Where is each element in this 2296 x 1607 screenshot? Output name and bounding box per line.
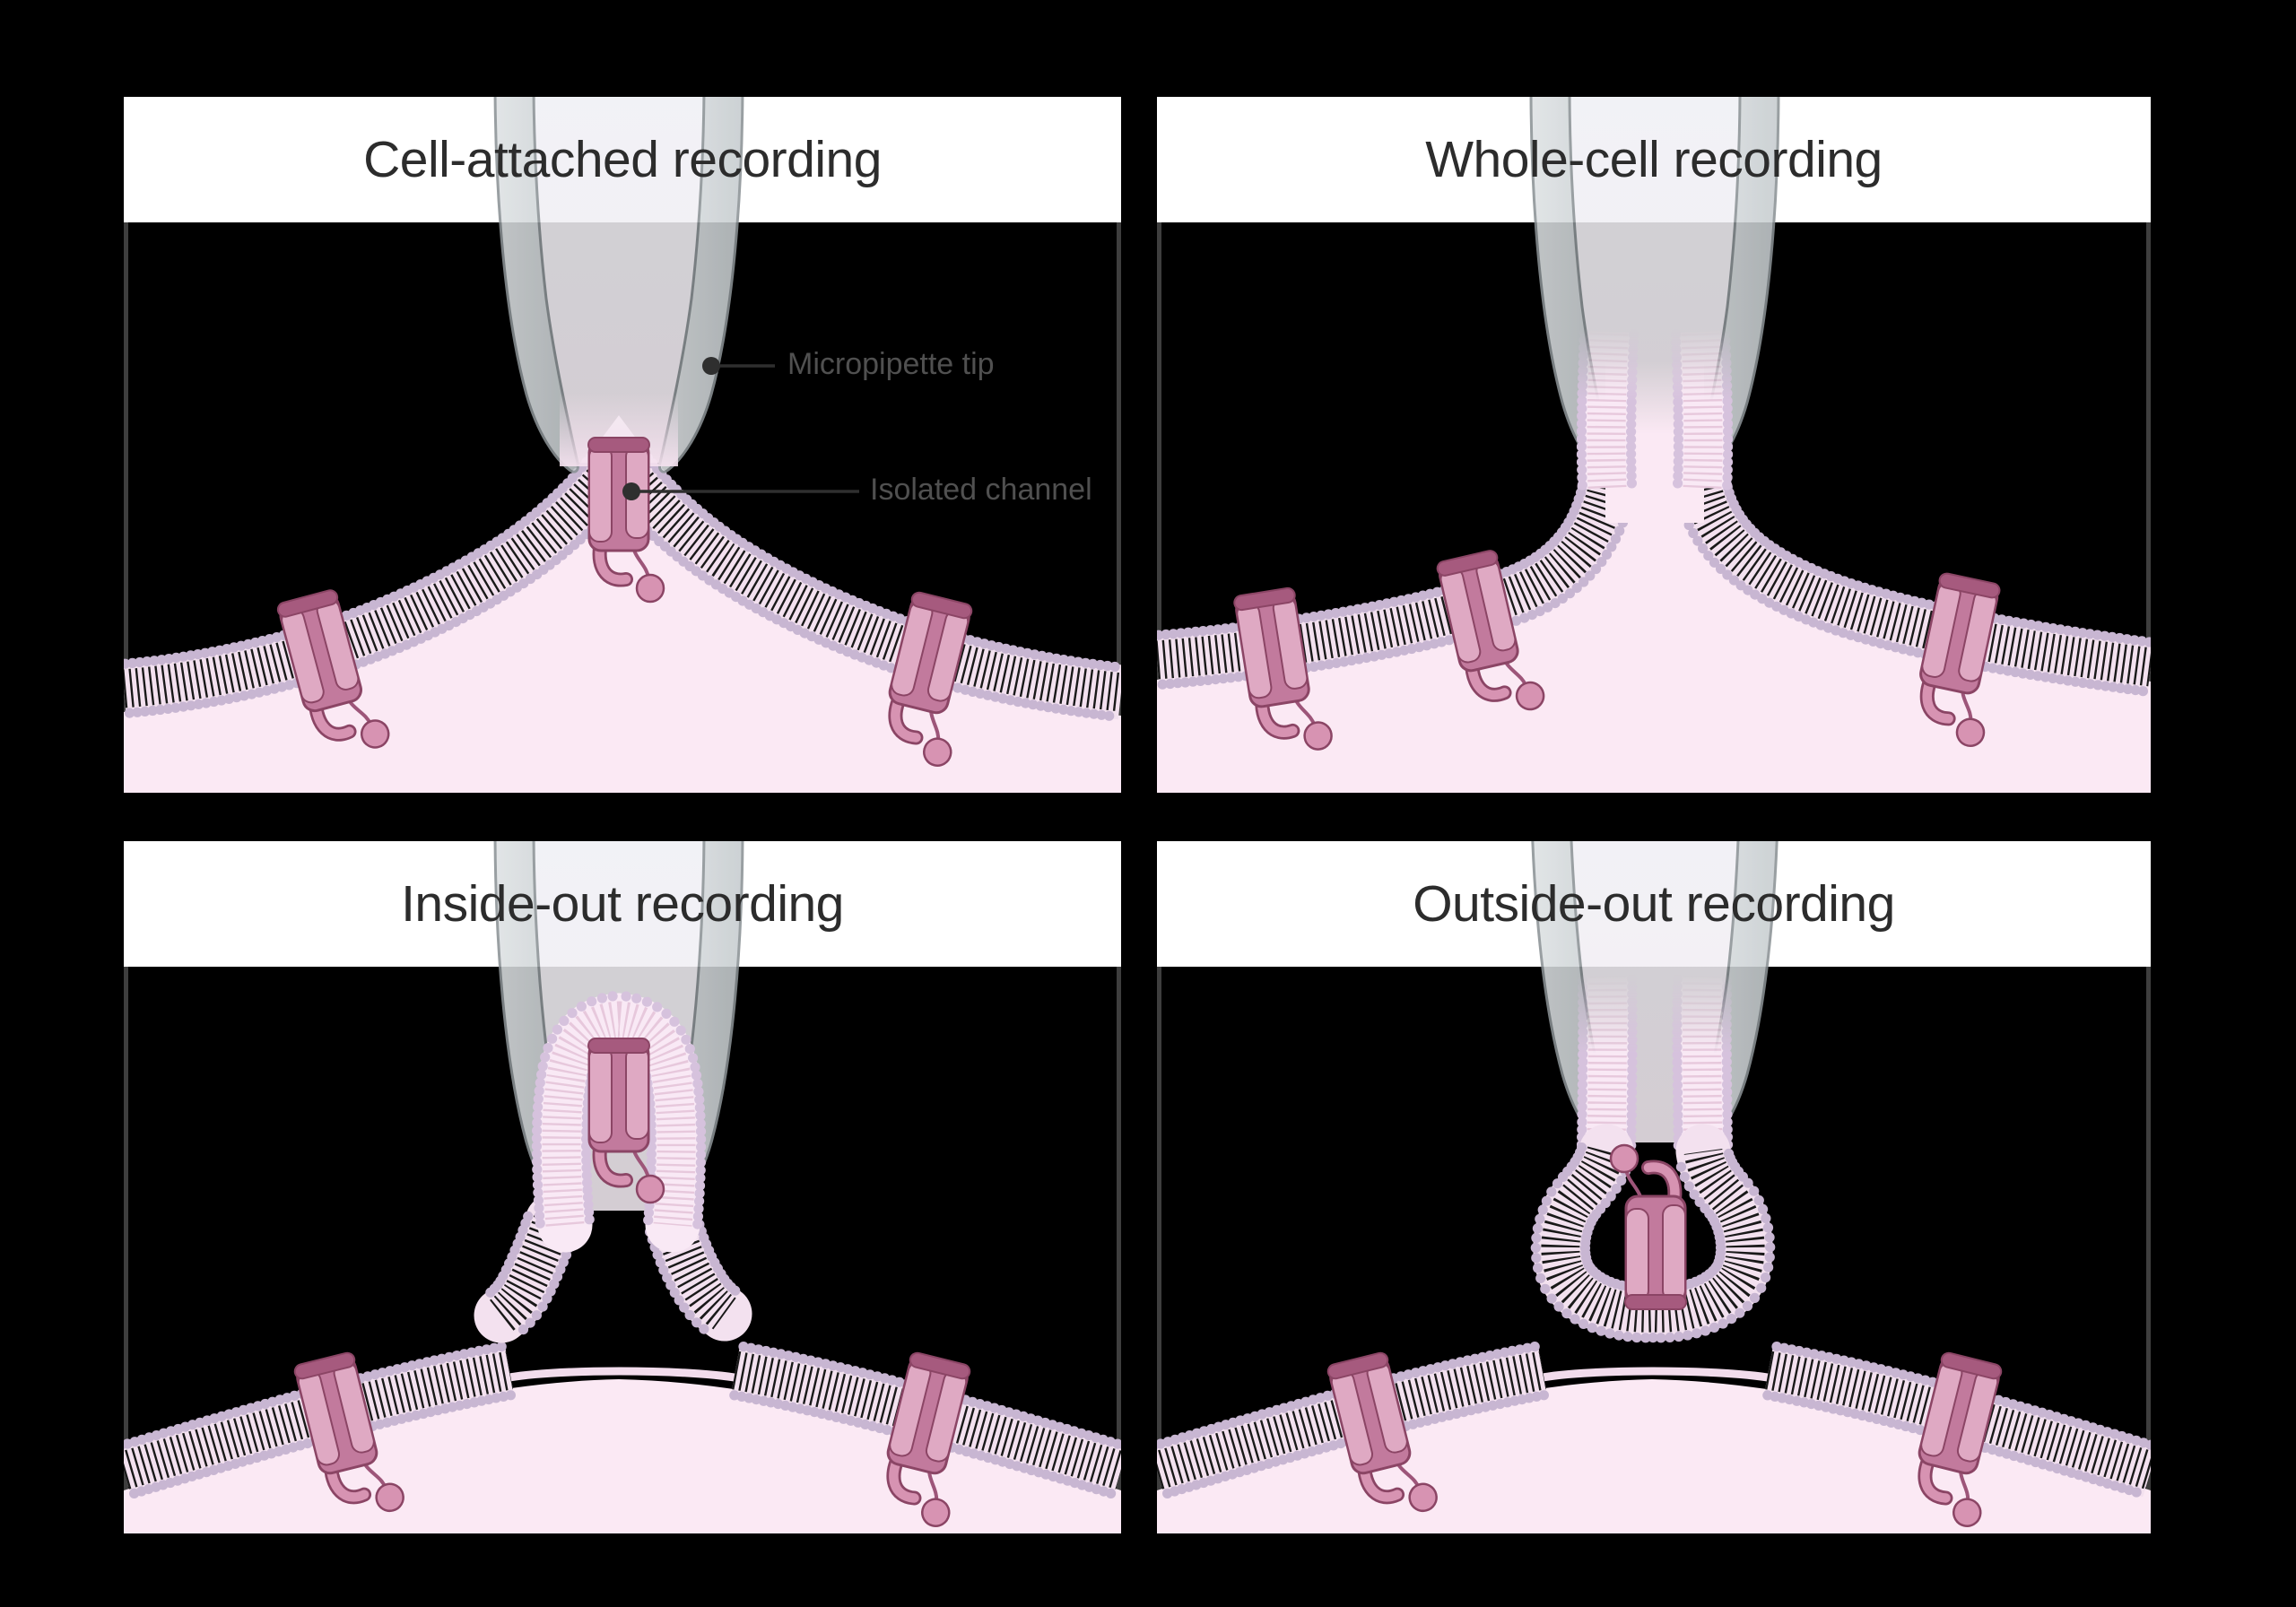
bare-cell-surface — [1529, 1367, 1782, 1384]
panel-title: Whole-cell recording — [1425, 131, 1883, 188]
panel-cell-attached: Cell-attached recording Micropipette tip… — [124, 97, 1121, 793]
bare-cell-surface — [496, 1367, 749, 1384]
label-micropipette-tip: Micropipette tip — [787, 347, 995, 381]
panel-inside-out: Inside-out recording — [124, 841, 1121, 1533]
aspirated-membrane — [1576, 327, 1734, 491]
panel-cell-attached-graphic — [124, 97, 1121, 793]
excised-patch — [531, 991, 707, 1253]
outside-out-patch — [1530, 1124, 1776, 1343]
panel-title: Inside-out recording — [401, 875, 844, 933]
leader-dot-channel — [622, 482, 640, 500]
label-isolated-channel: Isolated channel — [870, 473, 1092, 507]
cell-interior — [124, 484, 1121, 793]
leader-dot-micropipette — [702, 357, 720, 375]
panel-inside-out-graphic — [124, 841, 1121, 1533]
panel-whole-cell-graphic — [1157, 97, 2151, 793]
leader-lines — [631, 364, 859, 493]
panel-outside-out-graphic — [1157, 841, 2151, 1533]
panel-outside-out: Outside-out recording — [1157, 841, 2151, 1533]
cell-interior — [1157, 491, 2151, 793]
panel-title: Outside-out recording — [1413, 875, 1895, 933]
panel-whole-cell: Whole-cell recording — [1157, 97, 2151, 793]
cell-membrane-right — [1673, 476, 2151, 697]
panel-title: Cell-attached recording — [363, 131, 882, 188]
